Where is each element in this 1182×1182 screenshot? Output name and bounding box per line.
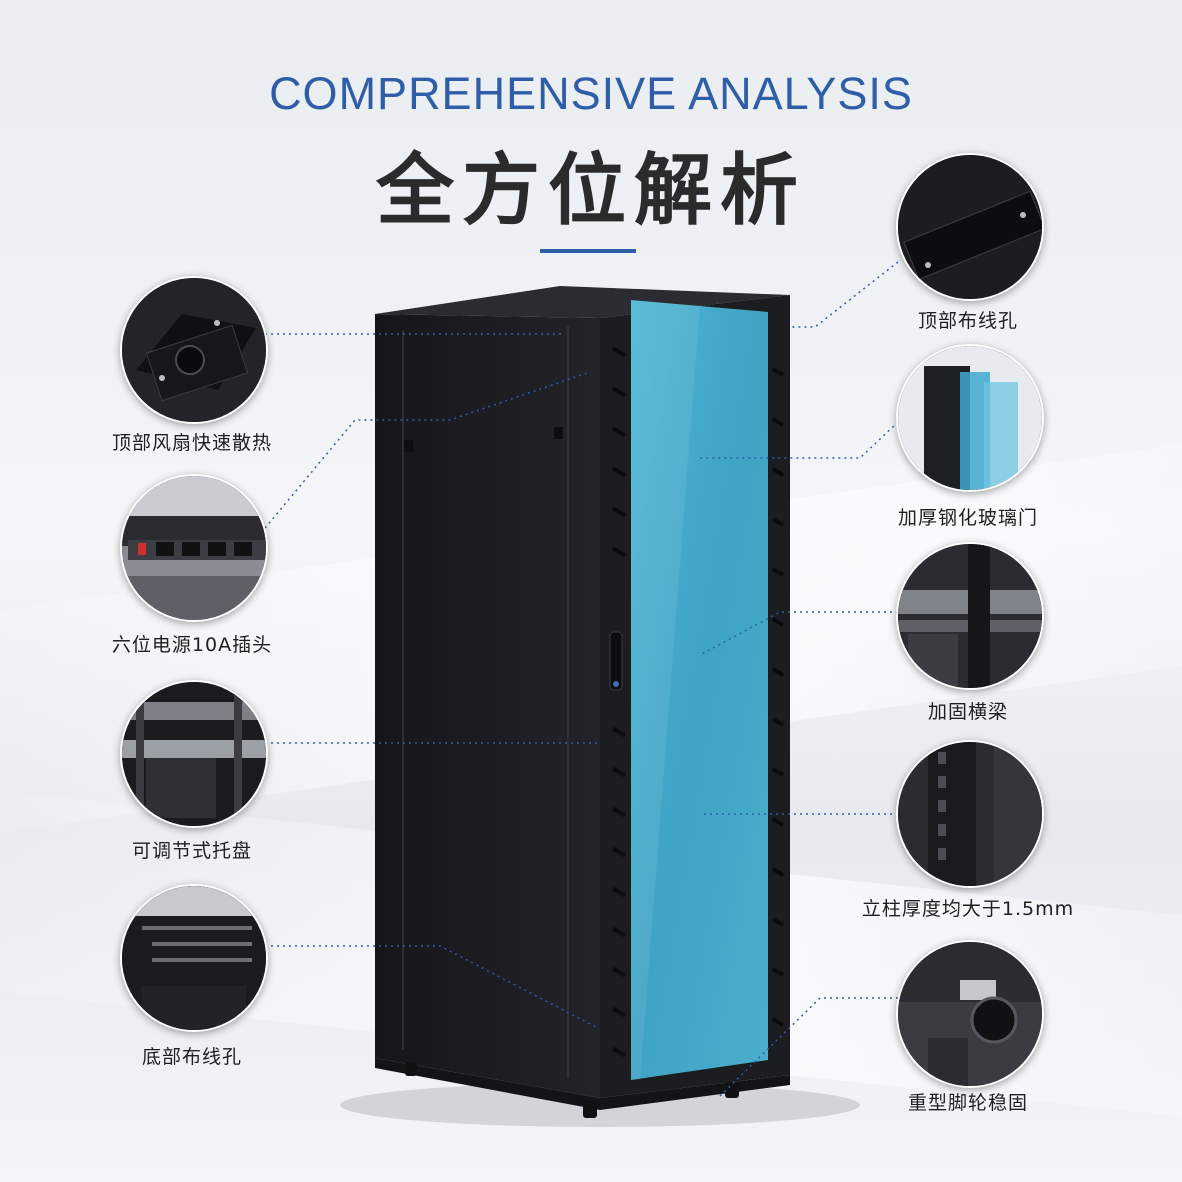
power-strip-icon — [120, 474, 268, 622]
label-glass-door: 加厚钢化玻璃门 — [897, 507, 1038, 529]
top-fan-icon — [120, 276, 268, 424]
title-chinese: 全方位解析 — [375, 146, 806, 236]
label-adjustable-tray: 可调节式托盘 — [131, 840, 252, 862]
label-top-cable-hole: 顶部布线孔 — [917, 310, 1018, 332]
glass-door-icon — [896, 344, 1044, 492]
title-underline — [540, 249, 636, 253]
label-column: 立柱厚度均大于1.5mm — [861, 898, 1075, 920]
label-top-fan: 顶部风扇快速散热 — [111, 432, 272, 454]
label-power-strip: 六位电源10A插头 — [111, 634, 273, 656]
adjustable-tray-icon — [120, 680, 268, 828]
bottom-cable-hole-icon — [120, 884, 268, 1032]
label-bottom-cable-hole: 底部布线孔 — [141, 1046, 242, 1068]
column-icon — [896, 740, 1044, 888]
label-caster: 重型脚轮稳固 — [907, 1092, 1028, 1114]
label-crossbeam: 加固横梁 — [927, 701, 1008, 723]
caster-icon — [896, 940, 1044, 1088]
top-cable-hole-icon — [896, 153, 1044, 301]
title-english: COMPREHENSIVE ANALYSIS — [269, 68, 913, 119]
crossbeam-icon — [896, 542, 1044, 690]
